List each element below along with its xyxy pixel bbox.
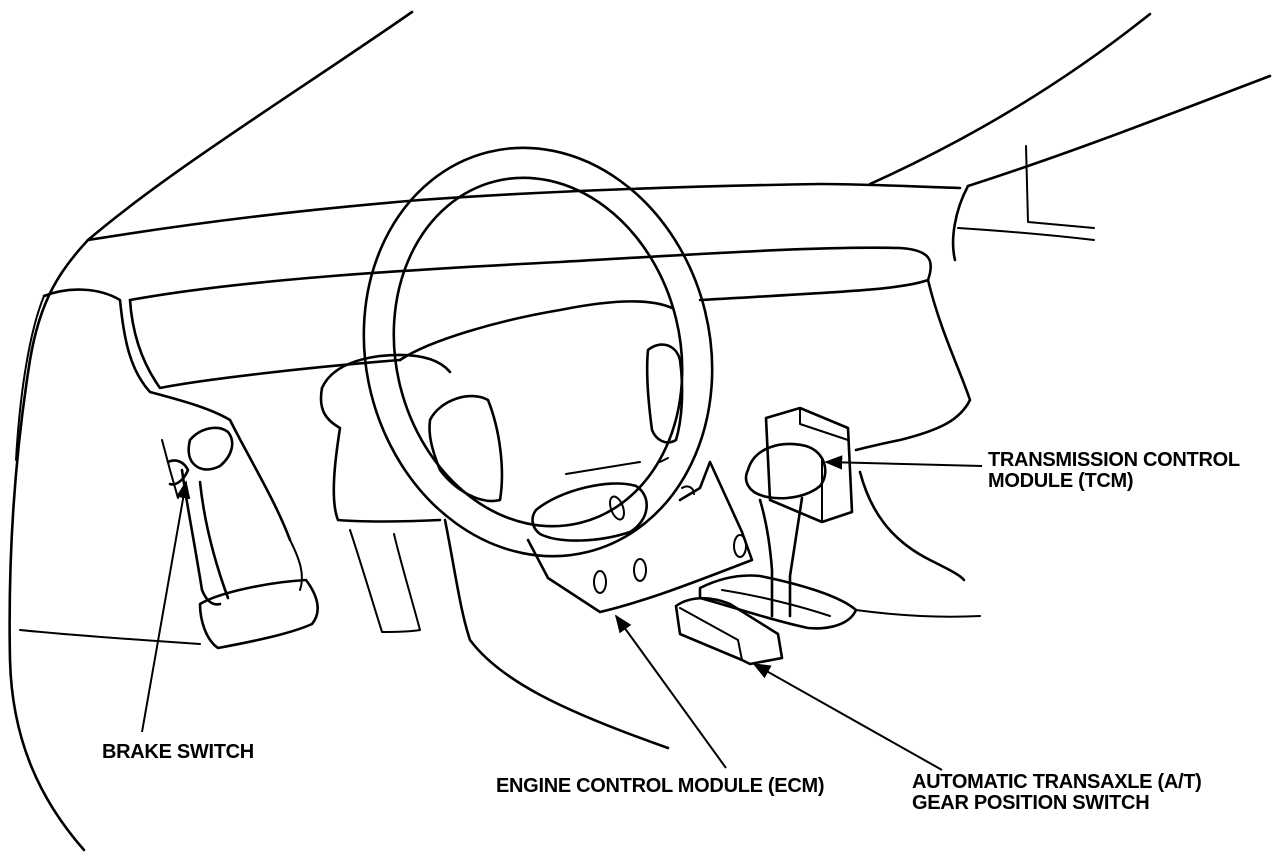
dashboard-top xyxy=(86,182,962,242)
leader-gear-switch xyxy=(752,663,943,771)
steering-wheel-inner-rim xyxy=(392,176,684,528)
gear-position-switch xyxy=(674,596,784,666)
brake-switch-mount xyxy=(161,439,179,499)
steering-column-top xyxy=(320,353,452,390)
ecm-hook xyxy=(681,485,695,495)
instrument-panel-hood xyxy=(128,246,933,302)
steering-wheel-lower-spoke xyxy=(531,482,648,542)
ecm-slot-2 xyxy=(633,558,647,582)
label-tcm: TRANSMISSION CONTROL MODULE (TCM) xyxy=(988,450,1240,492)
wheel-hub-slot xyxy=(609,495,625,521)
label-gear-switch-line2: GEAR POSITION SWITCH xyxy=(912,792,1150,814)
shift-gate-inner xyxy=(721,589,831,617)
label-gear-switch-line1: AUTOMATIC TRANSAXLE (A/T) xyxy=(912,771,1202,793)
steering-wheel-outer-rim xyxy=(362,146,714,558)
right-door-window xyxy=(1025,145,1095,229)
left-door-curve xyxy=(15,295,45,461)
knee-bolster xyxy=(349,529,421,633)
tcm-module xyxy=(764,406,854,524)
steering-wheel-right-spoke xyxy=(645,343,684,444)
label-ecm: ENGINE CONTROL MODULE (ECM) xyxy=(496,775,825,797)
label-gear-switch: AUTOMATIC TRANSAXLE (A/T) GEAR POSITION … xyxy=(912,772,1202,814)
label-brake-switch-text: BRAKE SWITCH xyxy=(102,741,254,763)
left-floor-line xyxy=(19,629,201,645)
ecm-bracket xyxy=(526,460,754,614)
right-floor-line xyxy=(855,609,981,618)
shift-lever-shaft xyxy=(758,496,804,618)
wheel-hub-line-2 xyxy=(659,457,669,463)
instrument-panel-lower-curve xyxy=(128,298,402,390)
console-right-curve xyxy=(854,278,972,452)
leader-ecm xyxy=(614,614,727,769)
label-tcm-line1: TRANSMISSION CONTROL xyxy=(988,449,1240,471)
center-console-right xyxy=(858,470,966,582)
ecm-slot-3 xyxy=(733,534,747,558)
right-door-line xyxy=(957,227,1095,241)
gear-switch-edge xyxy=(679,607,743,661)
right-window-frame xyxy=(951,74,1272,262)
right-a-pillar xyxy=(868,12,1152,186)
label-tcm-line2: MODULE (TCM) xyxy=(988,470,1134,492)
brake-switch-body xyxy=(187,426,234,471)
steering-column-body xyxy=(319,386,442,523)
shift-knob xyxy=(744,442,827,500)
left-door-edge xyxy=(8,238,90,852)
left-a-pillar xyxy=(86,10,414,242)
wheel-hub-line xyxy=(565,461,641,475)
brake-pedal-pad xyxy=(198,578,319,650)
leader-tcm xyxy=(824,455,983,470)
console-left-edge xyxy=(443,518,670,750)
tcm-module-edge xyxy=(799,407,849,441)
brake-pedal-arm-2 xyxy=(198,480,230,600)
ecm-slot-1 xyxy=(593,570,607,594)
steering-wheel-left-spoke xyxy=(428,394,504,503)
left-dash-panel xyxy=(42,288,292,542)
left-dash-lower xyxy=(289,539,303,591)
label-ecm-text: ENGINE CONTROL MODULE (ECM) xyxy=(496,775,825,797)
leader-brake-switch xyxy=(141,480,191,733)
steering-wheel-hub xyxy=(398,300,674,362)
label-brake-switch: BRAKE SWITCH xyxy=(102,742,254,763)
brake-switch-bracket xyxy=(166,459,190,486)
